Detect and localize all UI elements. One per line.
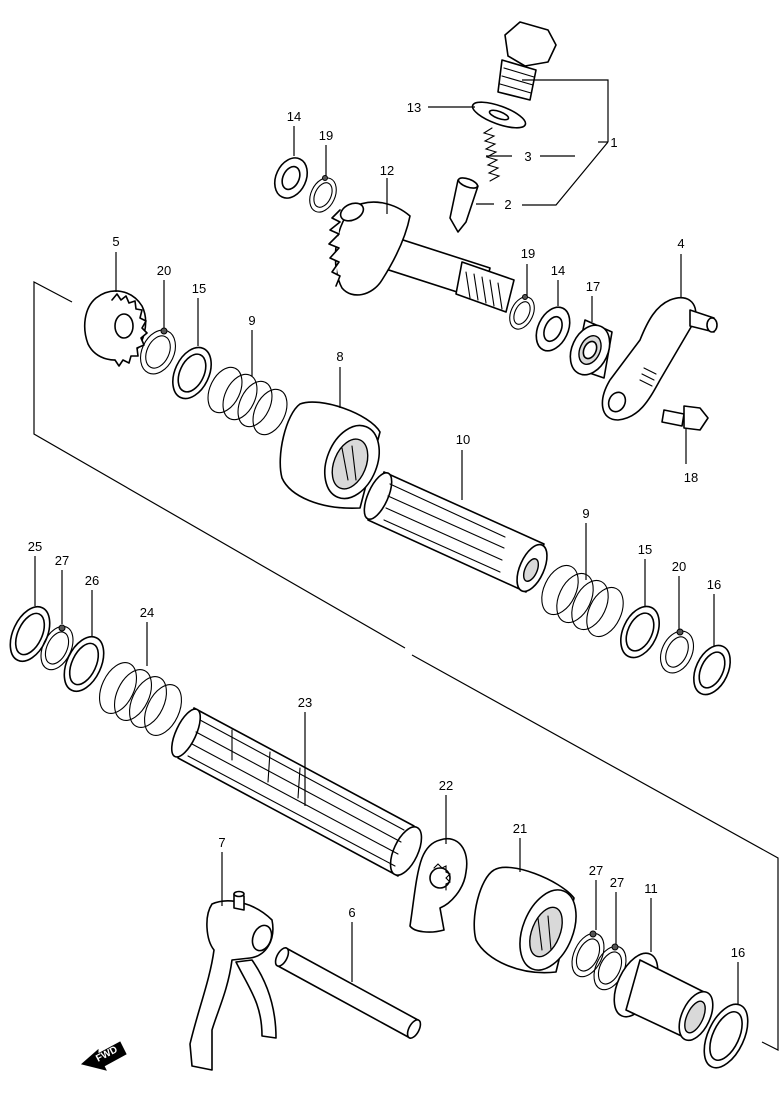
leader-lines	[34, 79, 739, 1004]
part-13-washer	[471, 101, 527, 129]
part-21-sleeve	[473, 866, 577, 974]
callout-11: 11	[644, 881, 658, 896]
callout-5: 5	[112, 234, 119, 249]
callout-24: 24	[140, 605, 154, 620]
part-24-spring	[98, 662, 183, 736]
callout-3: 3	[524, 149, 531, 164]
callout-14a: 14	[287, 109, 301, 124]
part-16b-washer	[703, 1003, 749, 1069]
part-15a-washer	[172, 346, 212, 400]
callout-20b: 20	[672, 559, 686, 574]
part-9a-spring	[207, 366, 288, 436]
callout-20a: 20	[157, 263, 171, 278]
part-2-plunger	[449, 177, 479, 233]
part-5-gear	[83, 290, 148, 367]
callout-1: 1	[610, 135, 617, 150]
part-10-shaft	[363, 471, 548, 593]
part-17-bearing	[569, 319, 613, 379]
part-19a-circlip	[309, 175, 337, 213]
callout-numbers: 1 2 3 13 14 19 12 19 14 17 4 18 5 20 15 …	[28, 100, 745, 960]
callout-27c: 27	[610, 875, 624, 890]
part-27b-circlip	[571, 930, 605, 978]
callout-14b: 14	[551, 263, 565, 278]
callout-13: 13	[407, 100, 421, 115]
callout-9a: 9	[248, 313, 255, 328]
part-20b-circlip	[659, 628, 695, 674]
callout-17: 17	[586, 279, 600, 294]
callout-10: 10	[456, 432, 470, 447]
callout-9b: 9	[582, 506, 589, 521]
callout-15b: 15	[638, 542, 652, 557]
assembly-frame-lines	[33, 281, 779, 1051]
part-15b-washer	[620, 605, 660, 659]
callout-4: 4	[677, 236, 684, 251]
callout-25: 25	[28, 539, 42, 554]
part-7-shift-fork	[189, 890, 277, 1071]
callout-26: 26	[85, 573, 99, 588]
callout-18: 18	[684, 470, 698, 485]
part-11-bushing	[613, 952, 714, 1042]
part-6-pin	[274, 947, 422, 1039]
part-8-sleeve	[279, 401, 381, 509]
callout-19b: 19	[521, 246, 535, 261]
callout-27b: 27	[589, 863, 603, 878]
part-26-washer	[63, 635, 105, 693]
part-16a-washer	[693, 644, 731, 696]
part-4-shift-arm	[601, 297, 718, 421]
part-14a-washer	[273, 157, 309, 199]
part-20a-circlip	[139, 327, 177, 375]
part-19b-circlip	[509, 294, 535, 330]
callout-16a: 16	[707, 577, 721, 592]
part-18-bolt	[661, 405, 709, 431]
callout-2: 2	[504, 197, 511, 212]
part-1-bolt	[497, 21, 557, 101]
fwd-arrow-icon: FWD	[80, 1041, 127, 1071]
callout-7: 7	[218, 835, 225, 850]
callout-21: 21	[513, 821, 527, 836]
callout-22: 22	[439, 778, 453, 793]
callout-12: 12	[380, 163, 394, 178]
part-14b-washer	[535, 306, 571, 352]
part-23-long-shaft	[170, 707, 423, 877]
callout-27a: 27	[55, 553, 69, 568]
part-12-shift-shaft	[328, 201, 515, 313]
callout-15a: 15	[192, 281, 206, 296]
callout-6: 6	[348, 905, 355, 920]
part-25-washer	[9, 605, 51, 663]
part-3-spring	[482, 127, 501, 182]
callout-19a: 19	[319, 128, 333, 143]
part-9b-spring	[541, 564, 624, 638]
part-22-plate	[409, 837, 468, 933]
callout-23: 23	[298, 695, 312, 710]
callout-8: 8	[336, 349, 343, 364]
callout-16b: 16	[731, 945, 745, 960]
